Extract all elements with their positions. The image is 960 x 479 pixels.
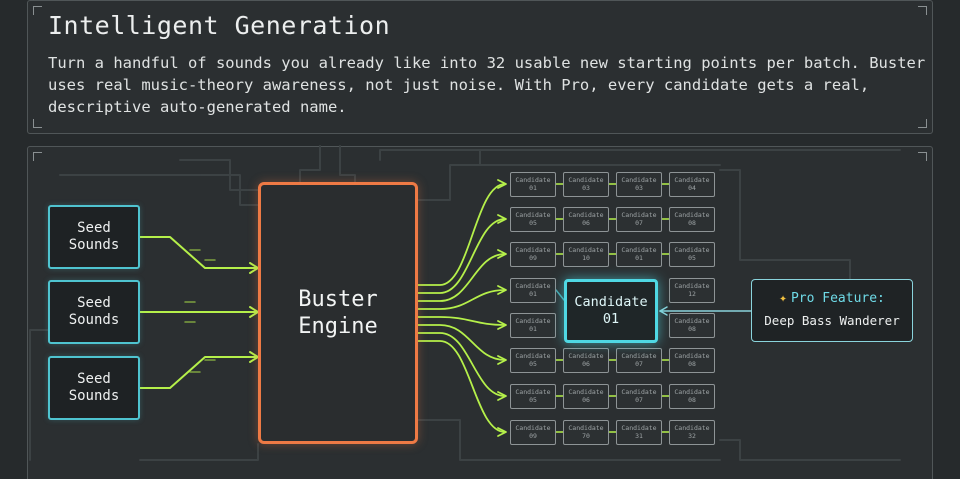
candidate-box: Candidate 04 [669,172,715,197]
corner-bracket [33,152,42,161]
candidate-box: Candidate 09 [510,242,556,267]
seed-sounds-box: Seed Sounds [48,356,140,420]
candidate-box: Candidate 32 [669,420,715,445]
highlight-link [555,289,565,301]
output-wire [417,316,506,326]
candidate-box: Candidate 05 [510,384,556,409]
pro-feature-label: Pro Feature: [790,291,885,306]
circuit-trace [479,149,721,166]
page-title: Intelligent Generation [48,11,391,40]
candidate-box: Candidate 09 [510,420,556,445]
candidate-box: Candidate 07 [616,384,662,409]
candidate-box: Candidate 01 [510,278,556,303]
candidate-box: Candidate 06 [563,384,609,409]
candidate-box: Candidate 07 [616,348,662,373]
seed-wire [139,356,259,389]
seed-wire [139,236,259,269]
candidate-box: Candidate 08 [669,348,715,373]
candidate-box: Candidate 08 [669,207,715,232]
corner-bracket [918,119,927,128]
pro-feature-name: Deep Bass Wanderer [764,313,900,328]
arrowhead [497,285,507,295]
arrowhead [497,391,507,401]
corner-bracket [918,152,927,161]
output-wire [417,340,506,433]
output-wire [417,218,506,294]
candidate-box: Candidate 05 [510,348,556,373]
description-text: Turn a handful of sounds you already lik… [48,54,926,116]
output-wire [417,332,506,397]
circuit-trace [379,149,901,161]
candidate-box: Candidate 10 [563,242,609,267]
arrowhead [497,320,507,330]
corner-bracket [33,6,42,15]
arrowhead [497,179,507,189]
corner-bracket [33,119,42,128]
seed-sounds-box: Seed Sounds [48,280,140,344]
seed-sounds-box: Seed Sounds [48,205,140,269]
arrowhead [497,214,507,224]
candidate-box: Candidate 31 [616,420,662,445]
candidate-box: Candidate 03 [563,172,609,197]
candidate-box: Candidate 12 [669,278,715,303]
output-wire [417,183,506,286]
buster-engine-box: Buster Engine [258,182,418,444]
corner-bracket [918,6,927,15]
output-wire [417,253,506,302]
circuit-trace [199,174,259,206]
circuit-trace [139,443,259,461]
candidate-box: Candidate 08 [669,313,715,338]
circuit-trace [417,164,491,201]
arrowhead [497,249,507,259]
candidate-box: Candidate 01 [510,313,556,338]
candidate-box: Candidate 05 [669,242,715,267]
candidate-box: Candidate 01 [616,242,662,267]
pro-feature-title: ✦Pro Feature: [752,291,912,306]
candidate-box: Candidate 06 [563,348,609,373]
candidate-box: Candidate 05 [510,207,556,232]
output-wire [417,324,506,361]
arrowhead [497,427,507,437]
circuit-trace [417,419,721,461]
circuit-trace [299,145,321,183]
candidate-box: Candidate 08 [669,384,715,409]
sparkle-icon: ✦ [779,291,787,306]
candidate-box: Candidate 03 [616,172,662,197]
pro-feature-callout: ✦Pro Feature: Deep Bass Wanderer [751,279,913,342]
output-wire [417,289,506,310]
header-panel: Intelligent Generation Turn a handful of… [27,0,933,134]
candidate-box: Candidate 06 [563,207,609,232]
candidate-box: Candidate 01 [510,172,556,197]
circuit-trace [719,439,901,461]
circuit-trace [719,169,851,280]
candidate-box: Candidate 07 [616,207,662,232]
circuit-trace [339,145,356,183]
highlighted-candidate: Candidate 01 [564,279,658,343]
arrowhead [659,306,668,316]
arrowhead [497,355,507,365]
candidate-box: Candidate 70 [563,420,609,445]
